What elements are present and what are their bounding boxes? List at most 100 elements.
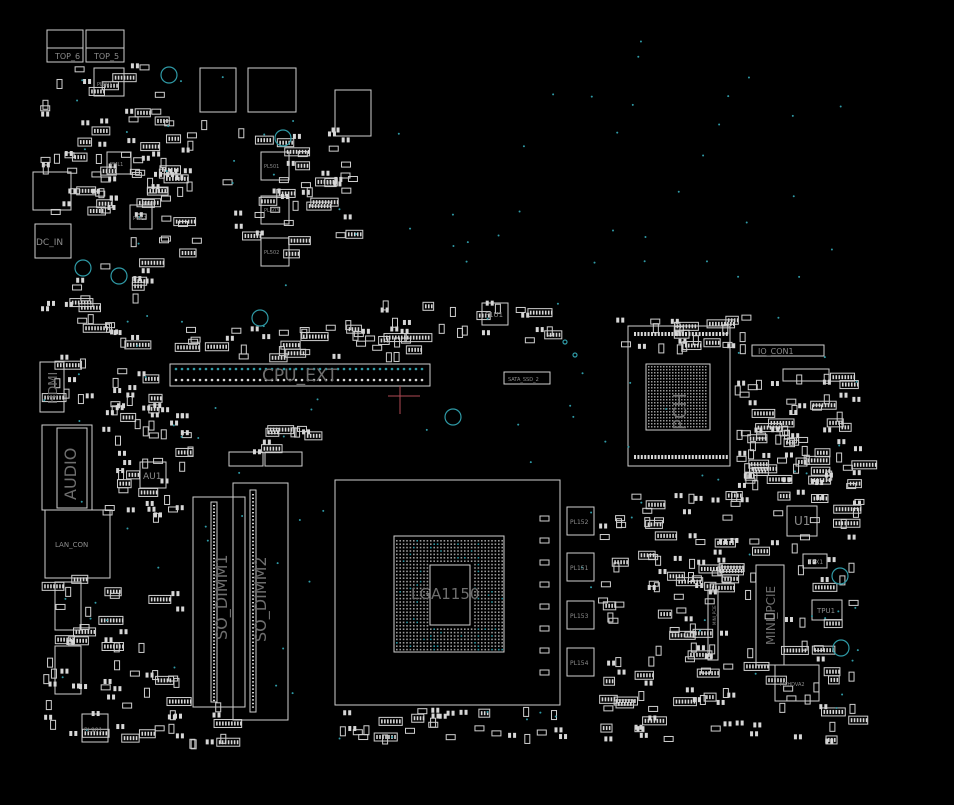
pch-ball [654,369,656,371]
pch-ball [675,426,677,428]
socket-land [402,553,405,556]
ic-pin [724,321,726,326]
socket-land [426,543,429,545]
socket-land [491,635,493,637]
ic-pin [736,493,739,498]
pch-ball [681,423,683,425]
ic-pin [409,335,412,340]
socket-land [402,642,405,644]
socket-land [477,618,480,620]
pch-ball [666,399,668,401]
socket-land [477,645,480,647]
ic-pin [171,136,174,141]
pad [722,557,726,563]
pad [554,727,558,733]
pad [81,277,85,283]
socket-land [477,574,480,576]
socket-land [396,645,398,647]
ic-pin [142,144,145,149]
passive-component [449,306,456,317]
ic-pin [153,597,156,602]
socket-land [399,631,401,634]
u1-chip-outline[interactable] [786,505,818,537]
ic-pin [145,376,147,381]
passive-component [129,168,140,175]
socket-land [467,560,469,562]
socket-land [399,642,401,644]
socket-land [491,587,493,590]
pch-ball [699,384,701,386]
ic-pin [675,574,678,579]
dimm-pin [252,512,254,514]
pad [128,385,132,391]
ic-pin [231,721,233,726]
ic-pin [56,363,59,368]
pch-ball [663,375,665,377]
pch-pin [705,455,708,459]
dimm-side-connectors[interactable] [228,451,303,467]
ic-pin [84,305,86,310]
ic-pin [297,163,300,168]
ic-pin [608,603,610,608]
pch-ball [651,384,653,386]
top-connectors[interactable] [46,29,125,63]
via [233,159,236,162]
socket-land [396,618,398,620]
pad [508,732,512,738]
io-con1-outline[interactable] [751,344,825,357]
socket-land [487,638,490,641]
pad [166,407,170,413]
ic-pin [110,644,112,649]
ic-pin [607,697,610,702]
via [718,123,721,126]
socket-land [430,635,432,637]
socket-land [396,560,398,562]
small-ic [124,340,152,350]
sata-connector-outline[interactable] [503,371,551,385]
hdmi-connector-outline[interactable] [39,361,65,413]
via-layer [43,40,859,740]
so-dimm2-outline[interactable] [232,482,289,721]
ic-pin [146,490,149,495]
pad [343,214,347,220]
socket-land [423,543,425,545]
socket-land [470,648,473,651]
via [854,606,857,609]
pch-ball [687,393,689,395]
ic-pin [277,355,280,360]
cpu-ext-connector-outline[interactable] [169,363,431,387]
socket-land [396,557,398,559]
pch-pin [661,332,664,336]
pch-side-connector[interactable] [782,368,830,382]
so-dimm1-outline[interactable] [192,496,246,708]
dimm-pin [252,522,254,525]
tpx1-outline[interactable] [802,553,828,569]
mounting-holes[interactable] [74,66,850,657]
pch-ball [654,381,656,383]
passive-component [341,161,352,168]
pch-ball [687,366,689,368]
pch-chip-outline[interactable] [627,325,731,467]
pad [327,131,331,137]
socket-land [501,594,503,596]
small-ic [73,627,97,637]
socket-land [426,587,429,590]
cpu-socket-outline[interactable] [334,479,561,706]
ic-pin [267,430,270,435]
small-ic [54,360,82,370]
dimm-pin [213,534,215,537]
dc-in-outline[interactable] [34,223,72,259]
ic-pin [290,238,293,243]
ic-pin [399,719,401,724]
pch-ball [684,414,686,416]
smd-component-pads[interactable] [40,63,878,750]
ic-pin [532,310,535,315]
ic-pin [192,345,194,350]
ic-pin [730,565,732,570]
ic-pin [820,648,822,653]
dimm-pin [213,587,215,589]
pad [130,108,134,114]
connector-pin [204,367,208,371]
pad [332,353,336,359]
